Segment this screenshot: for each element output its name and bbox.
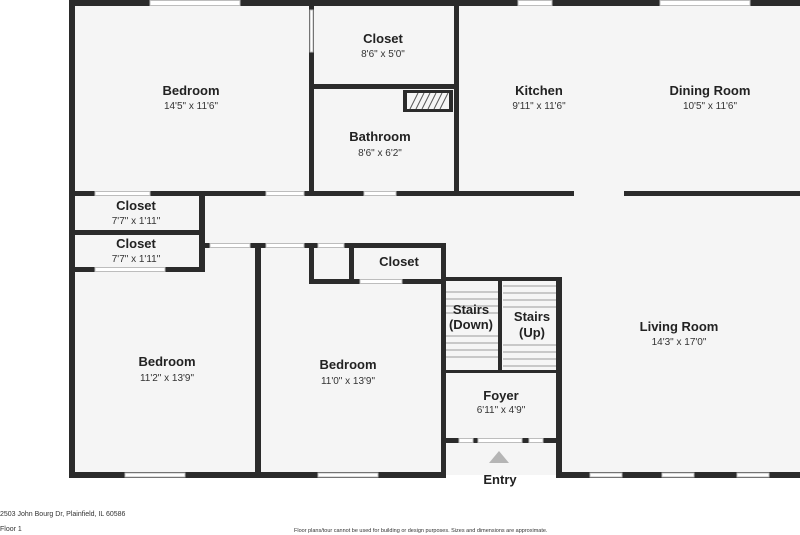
room-label-closet-2: Closet 7'7" x 1'11" (112, 198, 161, 227)
hatched-box (403, 90, 453, 112)
entry-label: Entry (483, 472, 517, 487)
room-name: Foyer (483, 388, 518, 403)
room-label-foyer: Foyer 6'11" x 4'9" (477, 388, 526, 416)
room-dims: 11'2" x 13'9" (140, 373, 195, 384)
room-name: Stairs (514, 309, 550, 324)
room-dims: 14'5" x 11'6" (164, 101, 219, 112)
room-label-stairs-down: Stairs (Down) (449, 302, 493, 332)
room-name-2: (Down) (449, 317, 493, 332)
room-dims: 9'11" x 11'6" (512, 101, 566, 112)
room-label-living-room: Living Room 14'3" x 17'0" (640, 319, 719, 348)
stairs-up-treads (503, 285, 556, 367)
room-name: Bathroom (349, 129, 410, 144)
room-label-stairs-up: Stairs (Up) (514, 309, 550, 340)
room-name: Closet (363, 31, 403, 46)
stairs-down-treads (446, 291, 499, 358)
room-label-bathroom: Bathroom 8'6" x 6'2" (349, 129, 410, 159)
floor-areas (72, 3, 800, 475)
floor-label: Floor 1 (0, 526, 22, 533)
windows-doors (94, 0, 770, 478)
room-name: Closet (116, 198, 156, 213)
room-dims: 10'5" x 11'6" (683, 101, 738, 112)
room-dims: 8'6" x 5'0" (361, 49, 405, 60)
floor-plan: Bedroom 14'5" x 11'6" Closet 8'6" x 5'0"… (69, 0, 800, 487)
disclaimer-text: Floor plans/tour cannot be used for buil… (294, 528, 548, 534)
room-dims: 7'7" x 1'11" (112, 216, 161, 227)
room-name: Bedroom (138, 354, 195, 369)
room-name: Kitchen (515, 83, 563, 98)
room-name: Dining Room (670, 83, 751, 98)
room-name: Bedroom (162, 83, 219, 98)
room-dims: 11'0" x 13'9" (321, 376, 376, 387)
room-label-closet-4: Closet (379, 254, 419, 269)
room-name: Closet (116, 236, 156, 251)
room-label-bedroom-2: Bedroom 11'2" x 13'9" (138, 354, 195, 384)
room-label-kitchen: Kitchen 9'11" x 11'6" (512, 83, 566, 112)
entry-arrow-icon (489, 451, 509, 463)
room-label-bedroom-3: Bedroom 11'0" x 13'9" (319, 357, 376, 387)
room-label-closet-3: Closet 7'7" x 1'11" (112, 236, 161, 265)
room-name: Bedroom (319, 357, 376, 372)
room-name: Closet (379, 254, 419, 269)
address-text: 2503 John Bourg Dr, Plainfield, IL 60586 (0, 511, 126, 518)
room-dims: 7'7" x 1'11" (112, 254, 161, 265)
room-name-2: (Up) (519, 325, 545, 340)
room-dims: 6'11" x 4'9" (477, 405, 526, 416)
room-label-closet-1: Closet 8'6" x 5'0" (361, 31, 405, 60)
room-name: Stairs (453, 302, 489, 317)
room-dims: 8'6" x 6'2" (358, 148, 402, 159)
room-dims: 14'3" x 17'0" (652, 337, 707, 348)
room-name: Living Room (640, 319, 719, 334)
room-label-dining-room: Dining Room 10'5" x 11'6" (670, 83, 751, 112)
room-label-bedroom-1: Bedroom 14'5" x 11'6" (162, 83, 219, 112)
